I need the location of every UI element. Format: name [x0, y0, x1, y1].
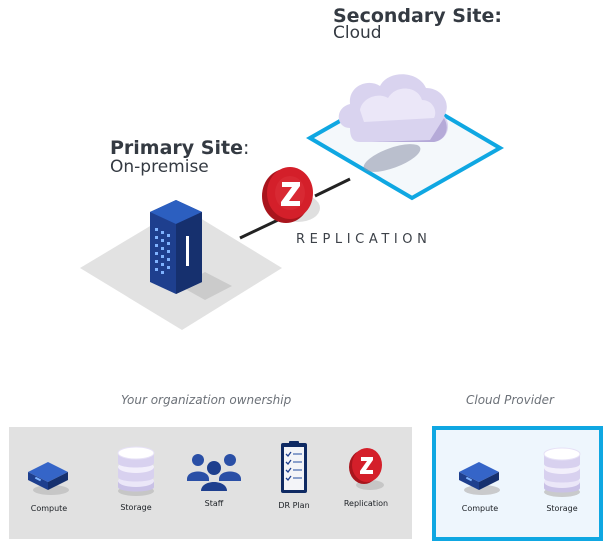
- storage-icon: [543, 447, 581, 497]
- primary-site-subtitle: On-premise: [110, 157, 209, 177]
- dr-plan-icon: [281, 441, 307, 493]
- ownership-caption: Your organization ownership: [121, 393, 292, 407]
- staff-icon: [187, 454, 241, 491]
- cloud-shadow: [363, 144, 421, 172]
- ownership-item-replication: Replication: [321, 445, 411, 508]
- primary-site-title-colon: :: [242, 137, 250, 159]
- ownership-item-staff: Staff: [169, 451, 259, 508]
- secondary-site-title: Secondary Site:: [333, 5, 502, 27]
- ownership-item-label: Replication: [343, 499, 389, 508]
- ownership-item-label: DR Plan: [278, 501, 310, 510]
- replication-icon: [349, 448, 384, 490]
- ownership-item-storage: Storage: [91, 443, 181, 512]
- storage-icon: [117, 446, 155, 496]
- zerto-badge-icon: [262, 167, 320, 223]
- cloud-item-compute: Compute: [435, 450, 525, 513]
- ownership-item-label: Compute: [30, 504, 68, 513]
- primary-site-title-text: Primary Site: [110, 137, 243, 159]
- ownership-panel: Compute Storage Staff: [9, 427, 412, 539]
- cloud-provider-caption: Cloud Provider: [466, 393, 554, 407]
- ownership-item-dr-plan: DR Plan: [249, 439, 339, 510]
- cloud-provider-panel: Compute Storage: [432, 426, 603, 541]
- ownership-item-compute: Compute: [4, 450, 94, 513]
- cloud-item-storage: Storage: [517, 444, 607, 513]
- replication-label: REPLICATION: [296, 232, 431, 247]
- secondary-site-subtitle: Cloud: [333, 23, 382, 43]
- replication-diagram: REPLICATION: [80, 74, 504, 330]
- compute-icon: [459, 462, 500, 495]
- connection-line-cloud: [314, 177, 351, 198]
- compute-icon: [28, 462, 69, 495]
- cloud-item-label: Storage: [546, 504, 578, 513]
- connection-line-primary: [239, 218, 279, 240]
- ownership-item-label: Storage: [120, 503, 152, 512]
- ownership-item-label: Staff: [204, 499, 224, 508]
- primary-site-title: Primary Site:: [110, 138, 249, 158]
- cloud-item-label: Compute: [461, 504, 499, 513]
- building-icon: [150, 200, 202, 294]
- cloud-icon: [338, 74, 449, 142]
